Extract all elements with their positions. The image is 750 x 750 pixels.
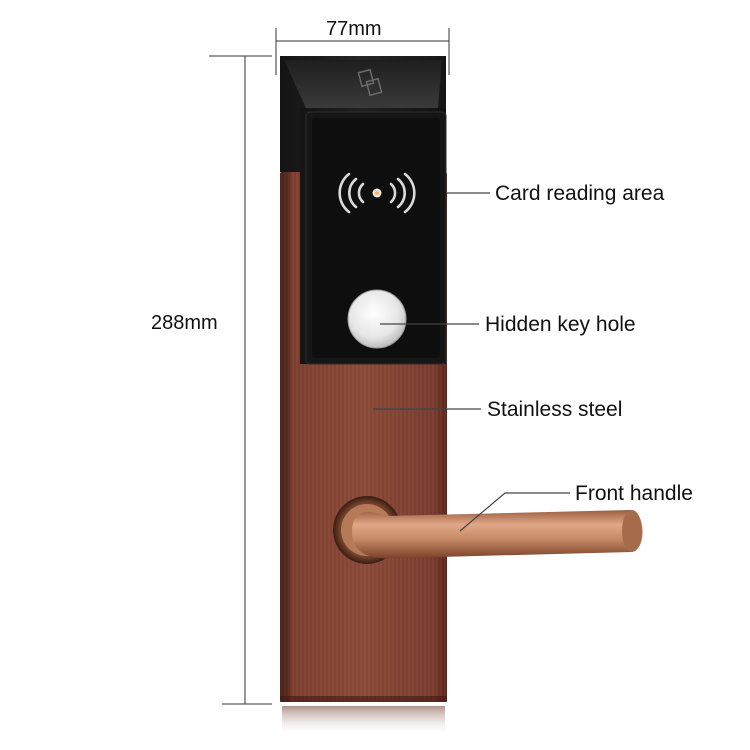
height-dimension-label: 288mm	[151, 312, 218, 334]
callout-card-reading-area: Card reading area	[495, 182, 665, 205]
callout-stainless-steel: Stainless steel	[487, 398, 623, 421]
plate-reflection	[282, 706, 445, 736]
lever-handle	[352, 510, 643, 559]
callout-leader-lines	[373, 192, 570, 532]
key-hole-cover-icon	[347, 289, 407, 349]
rfid-waves-icon	[338, 172, 416, 214]
callout-front-handle: Front handle	[575, 482, 693, 505]
height-dimension-line	[209, 55, 272, 705]
card-logo-icon	[357, 68, 383, 97]
callout-hidden-key-hole: Hidden key hole	[485, 313, 636, 336]
width-dimension-label: 77mm	[326, 18, 382, 40]
width-dimension-line	[275, 28, 450, 75]
